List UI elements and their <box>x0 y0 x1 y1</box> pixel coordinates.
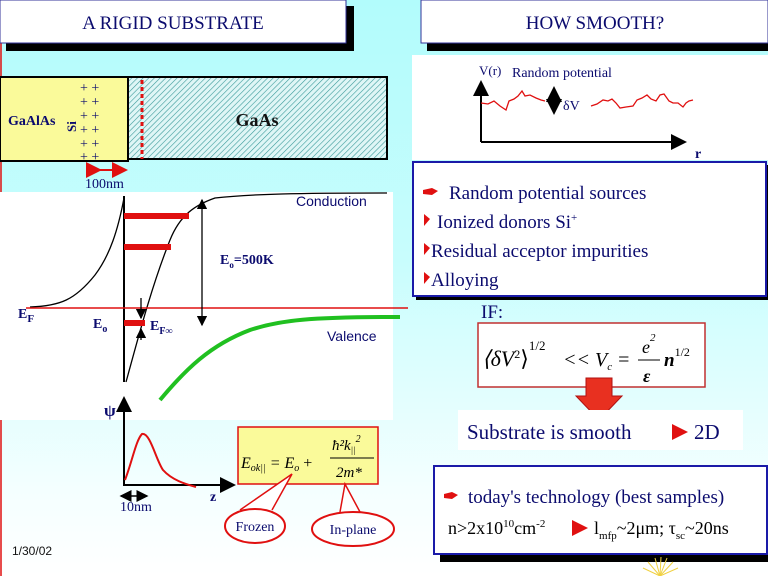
e0-label: Eo <box>93 317 107 335</box>
svg-text:Frozen: Frozen <box>236 520 275 535</box>
potential-curve <box>480 89 546 112</box>
gaalas-label: GaAlAs <box>8 114 56 129</box>
random-potential-label: Random potential <box>512 66 612 81</box>
random-potential-plot: V(r) Random potential δV r <box>412 55 768 162</box>
pointing-hand-icon <box>423 188 438 195</box>
svg-text:In-plane: In-plane <box>330 523 377 538</box>
subband-level <box>124 213 189 219</box>
wavefunction-curve <box>124 433 197 488</box>
svg-text:ħ²k||2: ħ²k||2 <box>332 434 361 455</box>
gaas-label: GaAs <box>235 110 278 130</box>
if-label: IF: <box>481 302 503 323</box>
potential-curve <box>590 93 694 109</box>
source-item: Residual acceptor impurities <box>431 241 648 262</box>
left-title-box: A RIGID SUBSTRATE <box>0 0 354 51</box>
svg-text:⟨δV2⟩1/2: ⟨δV2⟩1/2 <box>482 338 545 371</box>
energy-formula: Eok|| = Eo + ħ²k||2 2m* <box>237 426 379 485</box>
technology-heading: today's technology (best samples) <box>468 487 724 508</box>
valence-label: Valence <box>327 328 377 344</box>
svg-text:2m*: 2m* <box>336 465 362 481</box>
vr-label: V(r) <box>479 63 501 78</box>
technology-values: n>2x1010cm-2 <box>448 518 545 538</box>
r-label: r <box>695 147 701 162</box>
si-label: Si <box>64 121 79 132</box>
sources-heading: Random potential sources <box>449 183 646 204</box>
right-title-box: HOW SMOOTH? <box>420 0 768 51</box>
subband-level <box>124 244 171 250</box>
pointing-hand-icon <box>444 492 458 499</box>
svg-text:<< Vc=: << Vc= <box>563 349 629 373</box>
psi-label: ψ <box>104 401 116 420</box>
condition-formula: ⟨δV2⟩1/2 << Vc= e2 ε n1/2 <box>477 322 706 388</box>
slide-date: 1/30/02 <box>12 544 52 558</box>
right-title: HOW SMOOTH? <box>526 13 664 34</box>
svg-text:e2: e2 <box>642 332 656 357</box>
svg-text:ε: ε <box>643 366 651 386</box>
in-plane-callout: In-plane <box>311 481 395 547</box>
fermi-label: EF <box>18 307 34 325</box>
conclusion: Substrate is smooth 2D <box>458 410 743 450</box>
frozen-callout: Frozen <box>224 473 293 544</box>
sun-logo-icon <box>642 556 679 576</box>
wavefunction-plot: ψ z 10nm <box>104 396 236 515</box>
ground-level <box>124 320 145 326</box>
svg-text:n1/2: n1/2 <box>664 345 690 371</box>
layer-stack: GaAlAs Si + + + + + + + + + + + + GaAs 1… <box>0 76 388 192</box>
valence-band <box>158 315 401 402</box>
bullet-icon <box>424 272 430 284</box>
z-label: z <box>210 490 216 505</box>
left-title: A RIGID SUBSTRATE <box>82 13 264 34</box>
conclusion-text: Substrate is smooth <box>467 420 632 444</box>
svg-text:Eok|| = Eo +: Eok|| = Eo + <box>240 455 312 474</box>
plus-charges: + + + + + + + + + + + + <box>80 81 103 165</box>
band-diagram: Conduction Valence EF Eo EF∞ Eo=500K <box>0 192 408 420</box>
conduction-band-left <box>29 197 125 308</box>
source-item: Alloying <box>431 270 499 291</box>
sources-box: Random potential sources Ionized donors … <box>412 161 768 300</box>
delta-v-label: δV <box>563 99 580 114</box>
gaas-layer <box>127 76 388 160</box>
spacer-width: 100nm <box>85 177 124 192</box>
down-arrow-icon <box>574 377 624 421</box>
conduction-label: Conduction <box>296 193 367 209</box>
bullet-icon <box>424 214 430 226</box>
wavefunction-width: 10nm <box>120 500 152 515</box>
bullet-icon <box>424 243 430 255</box>
e0-value-label: Eo=500K <box>220 253 274 270</box>
ef-inf-label: EF∞ <box>150 319 173 337</box>
technology-results: lmfp~2μm; τsc~20ns <box>594 518 729 542</box>
technology-box: today's technology (best samples) n>2x10… <box>433 465 768 562</box>
source-item: Ionized donors Si+ <box>437 212 577 233</box>
conclusion-result: 2D <box>694 420 720 444</box>
